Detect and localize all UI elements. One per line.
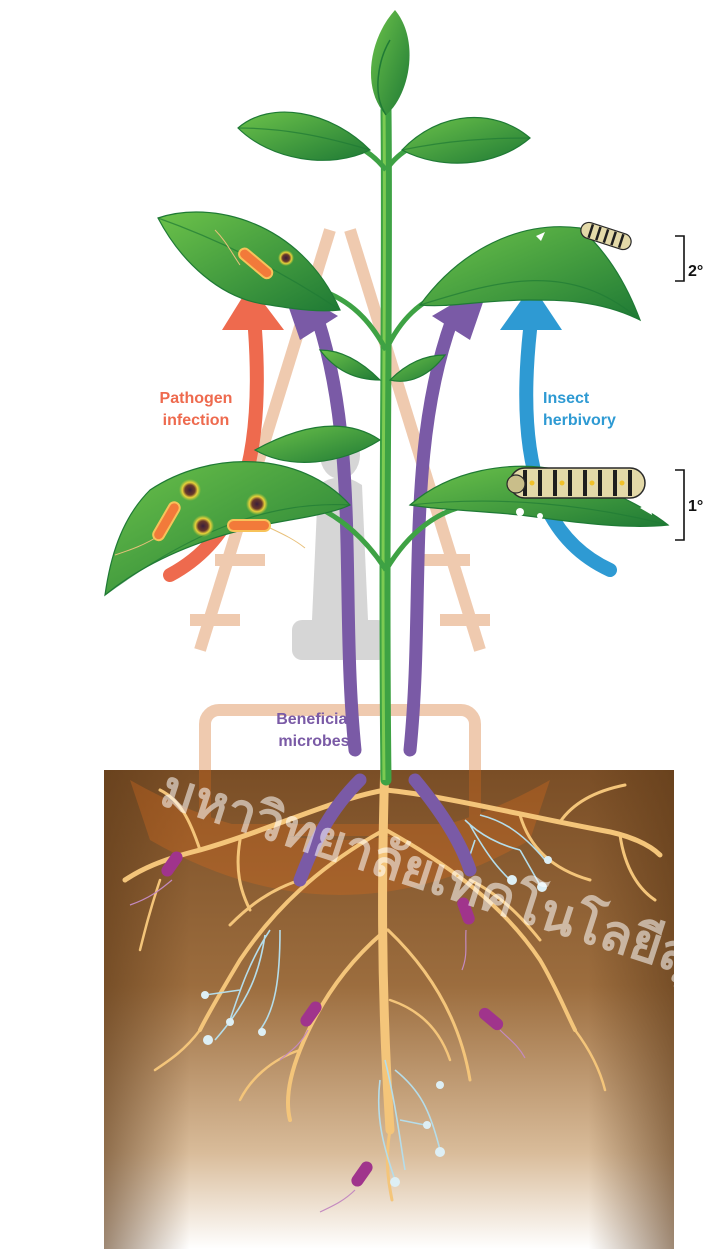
- bud: [371, 10, 410, 115]
- beneficial-label-line2: microbes: [278, 733, 349, 750]
- secondary-marker: 2°: [688, 263, 703, 280]
- caterpillar-large: [507, 468, 645, 498]
- primary-marker: 1°: [688, 498, 703, 515]
- insect-label-line1: Insect: [543, 390, 590, 407]
- bracket-secondary: [675, 236, 684, 281]
- leaf-top-left: [238, 112, 370, 160]
- bracket-primary: [675, 470, 684, 540]
- pathogen-label-line1: Pathogen: [160, 390, 233, 407]
- insect-label-line2: herbivory: [543, 412, 616, 429]
- beneficial-label-line1: Beneficial: [276, 711, 352, 728]
- pathogen-label-line2: infection: [163, 412, 230, 429]
